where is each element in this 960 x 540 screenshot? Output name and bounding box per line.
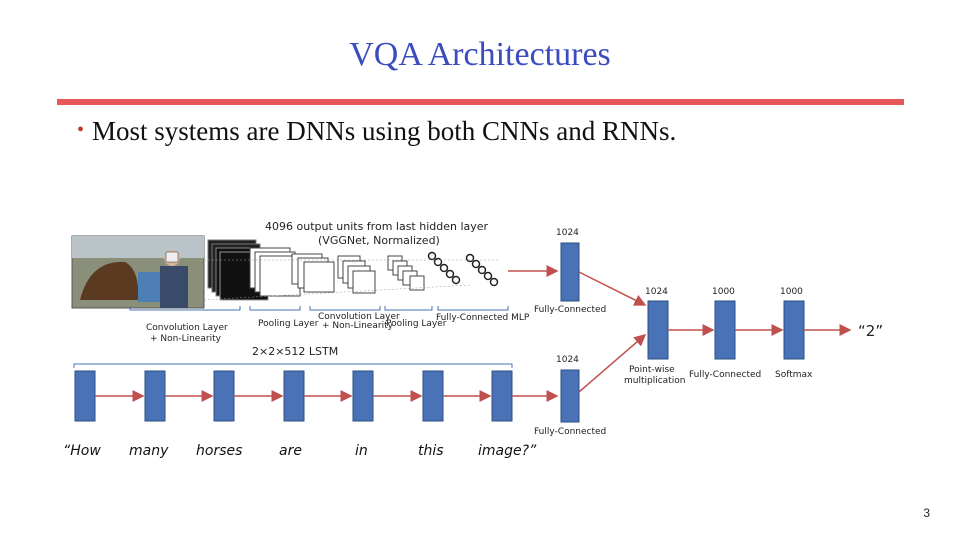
question-word: image?” bbox=[478, 443, 537, 459]
lstm-cell bbox=[144, 370, 166, 422]
pooling-layer-label-2: Pooling Layer bbox=[386, 319, 447, 329]
hidden-fc-label: Fully-Connected bbox=[689, 370, 761, 380]
merge-size: 1024 bbox=[645, 287, 668, 297]
lstm-cell bbox=[491, 370, 513, 422]
image-fc-size: 1024 bbox=[556, 228, 579, 238]
question-word: “How bbox=[63, 443, 101, 459]
cnn-header-line1: 4096 output units from last hidden layer bbox=[265, 220, 489, 233]
cnn-feature-maps bbox=[199, 239, 500, 301]
bullet-text: Most systems are DNNs using both CNNs an… bbox=[92, 116, 677, 146]
input-image bbox=[71, 235, 205, 309]
softmax-block bbox=[783, 300, 805, 360]
hidden-fc-block bbox=[714, 300, 736, 360]
question-word: in bbox=[355, 443, 368, 459]
pointwise-block bbox=[647, 300, 669, 360]
slide-title: VQA Architectures bbox=[349, 36, 611, 73]
lstm-cell bbox=[283, 370, 305, 422]
softmax-label: Softmax bbox=[775, 370, 813, 380]
question-fc-block bbox=[560, 369, 580, 423]
question-word: this bbox=[418, 443, 444, 459]
lstm-cell bbox=[422, 370, 444, 422]
lstm-bracket bbox=[73, 363, 513, 368]
pooling-layer-label-1: Pooling Layer bbox=[258, 319, 319, 329]
lstm-cells bbox=[74, 370, 513, 422]
vqa-architecture-diagram: 4096 output units from last hidden layer… bbox=[63, 220, 883, 459]
softmax-size: 1000 bbox=[780, 287, 803, 297]
image-merge-arrow bbox=[578, 271, 647, 306]
question-word: are bbox=[279, 443, 302, 459]
question-fc-label: Fully-Connected bbox=[534, 427, 606, 437]
bullet-dot-icon: • bbox=[77, 119, 85, 141]
conv-layer-label-2: + Non-Linearity bbox=[150, 334, 222, 344]
lstm-cell bbox=[213, 370, 235, 422]
fc-mlp-label: Fully-Connected MLP bbox=[436, 313, 530, 323]
question-fc-size: 1024 bbox=[556, 355, 579, 365]
title-divider bbox=[57, 99, 904, 105]
conv2-layer-label-2: + Non-Linearity bbox=[322, 321, 394, 331]
lstm-label: 2×2×512 LSTM bbox=[252, 345, 338, 358]
lstm-cell bbox=[74, 370, 96, 422]
image-fc-block bbox=[560, 242, 580, 302]
question-word: horses bbox=[196, 443, 242, 459]
question-word: many bbox=[129, 443, 169, 459]
conv-layer-label-1: Convolution Layer bbox=[146, 323, 228, 333]
lstm-cell bbox=[352, 370, 374, 422]
bullet-point: • Most systems are DNNs using both CNNs a… bbox=[77, 116, 676, 147]
conv2-layer-label-1: Convolution Layer bbox=[318, 312, 400, 322]
question-merge-arrow bbox=[578, 334, 647, 393]
hidden-size: 1000 bbox=[712, 287, 735, 297]
cnn-header-line2: (VGGNet, Normalized) bbox=[318, 234, 440, 247]
pointwise-label-2: multiplication bbox=[624, 376, 685, 386]
image-fc-label: Fully-Connected bbox=[534, 305, 606, 315]
answer-label: “2” bbox=[858, 322, 883, 340]
page-number: 3 bbox=[923, 506, 930, 520]
question-words: “How many horses are in this image?” bbox=[63, 443, 537, 459]
pointwise-label-1: Point-wise bbox=[629, 365, 675, 375]
